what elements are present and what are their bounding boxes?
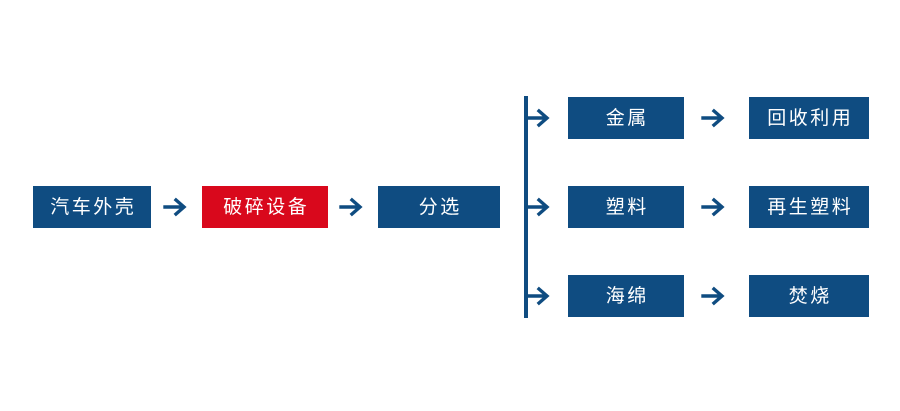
node-destination-regenerated-plastic[interactable]: 再生塑料: [749, 186, 869, 228]
node-sorting-label: 分选: [418, 196, 462, 218]
arrow-plastic-to-regenerated: [700, 194, 730, 220]
arrow-input-to-crusher: [162, 194, 192, 220]
node-material-plastic[interactable]: 塑料: [568, 186, 684, 228]
node-destination-incineration-label: 焚烧: [788, 285, 832, 307]
node-destination-regenerated-plastic-label: 再生塑料: [767, 196, 854, 218]
arrow-metal-to-recycle: [700, 105, 730, 131]
node-destination-recycle-label: 回收利用: [767, 107, 854, 129]
bus-arrow-metal: [526, 105, 554, 131]
node-material-plastic-label: 塑料: [605, 196, 649, 218]
arrow-crusher-to-sorting: [338, 194, 368, 220]
node-material-metal[interactable]: 金属: [568, 97, 684, 139]
node-destination-recycle[interactable]: 回收利用: [749, 97, 869, 139]
bus-arrow-plastic: [526, 194, 554, 220]
node-material-metal-label: 金属: [605, 107, 649, 129]
arrow-sponge-to-incineration: [700, 283, 730, 309]
node-material-sponge-label: 海绵: [605, 285, 649, 307]
node-sorting[interactable]: 分选: [378, 186, 500, 228]
node-destination-incineration[interactable]: 焚烧: [749, 275, 869, 317]
node-input-label: 汽车外壳: [50, 196, 137, 218]
bus-arrow-sponge: [526, 283, 554, 309]
node-input[interactable]: 汽车外壳: [33, 186, 151, 228]
node-material-sponge[interactable]: 海绵: [568, 275, 684, 317]
node-crusher-label: 破碎设备: [223, 196, 310, 218]
node-crusher[interactable]: 破碎设备: [202, 186, 328, 228]
